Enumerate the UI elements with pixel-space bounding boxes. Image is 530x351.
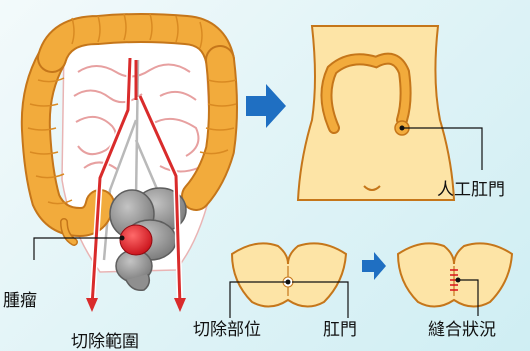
tumor — [120, 225, 152, 255]
anus-label: 肛門 — [323, 320, 357, 340]
artificial-anus-label: 人工肛門 — [437, 180, 505, 200]
buttocks-before — [232, 243, 346, 306]
flow-arrow-small — [362, 252, 386, 280]
torso-outline — [298, 26, 454, 200]
tumor-label: 腫瘤 — [3, 291, 37, 311]
resection-range-label: 切除範圍 — [71, 332, 139, 351]
buttocks-after — [398, 243, 512, 306]
colon-anatomy — [28, 14, 236, 312]
torso-with-stoma — [298, 26, 454, 200]
range-arrow-right — [174, 298, 186, 312]
suture-state-label: 縫合狀況 — [428, 320, 496, 340]
flow-arrow-main — [246, 84, 286, 128]
range-arrow-left — [86, 298, 98, 312]
resection-site-label: 切除部位 — [193, 320, 261, 340]
